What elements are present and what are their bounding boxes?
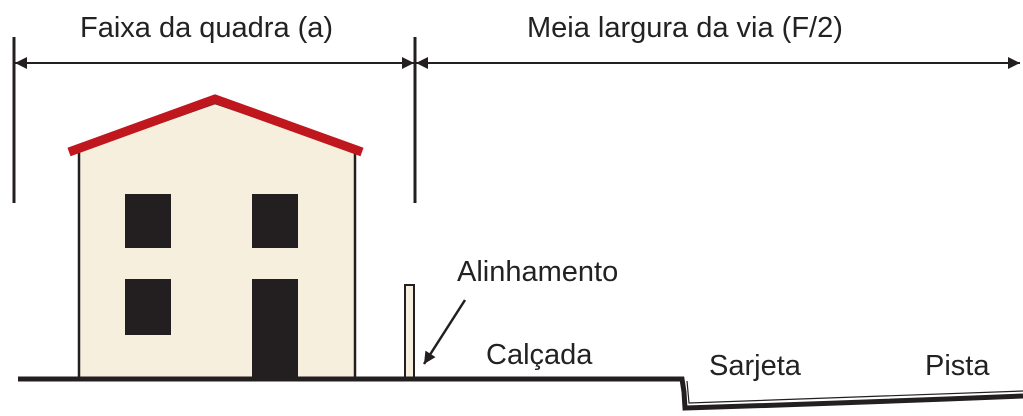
alignment-label: Alinhamento bbox=[457, 256, 619, 288]
house-wall bbox=[77, 101, 357, 381]
lot-strip-label: Faixa da quadra (a) bbox=[80, 12, 334, 44]
gutter-curb-inner-line bbox=[686, 380, 1023, 404]
house bbox=[67, 94, 364, 381]
window-bottom-left bbox=[125, 279, 171, 335]
alignment-pointer-arrow bbox=[422, 299, 467, 365]
window-top-right bbox=[252, 194, 298, 248]
house-door bbox=[252, 279, 298, 379]
ground-profile-line bbox=[18, 376, 1023, 411]
gutter-label: Sarjeta bbox=[709, 350, 801, 382]
sidewalk-label: Calçada bbox=[486, 339, 593, 371]
alignment-marker-post bbox=[404, 284, 415, 380]
house-roof bbox=[67, 94, 364, 157]
half-road-width-label: Meia largura da via (F/2) bbox=[527, 12, 843, 44]
lane-label: Pista bbox=[925, 350, 990, 382]
window-top-left bbox=[125, 194, 171, 248]
